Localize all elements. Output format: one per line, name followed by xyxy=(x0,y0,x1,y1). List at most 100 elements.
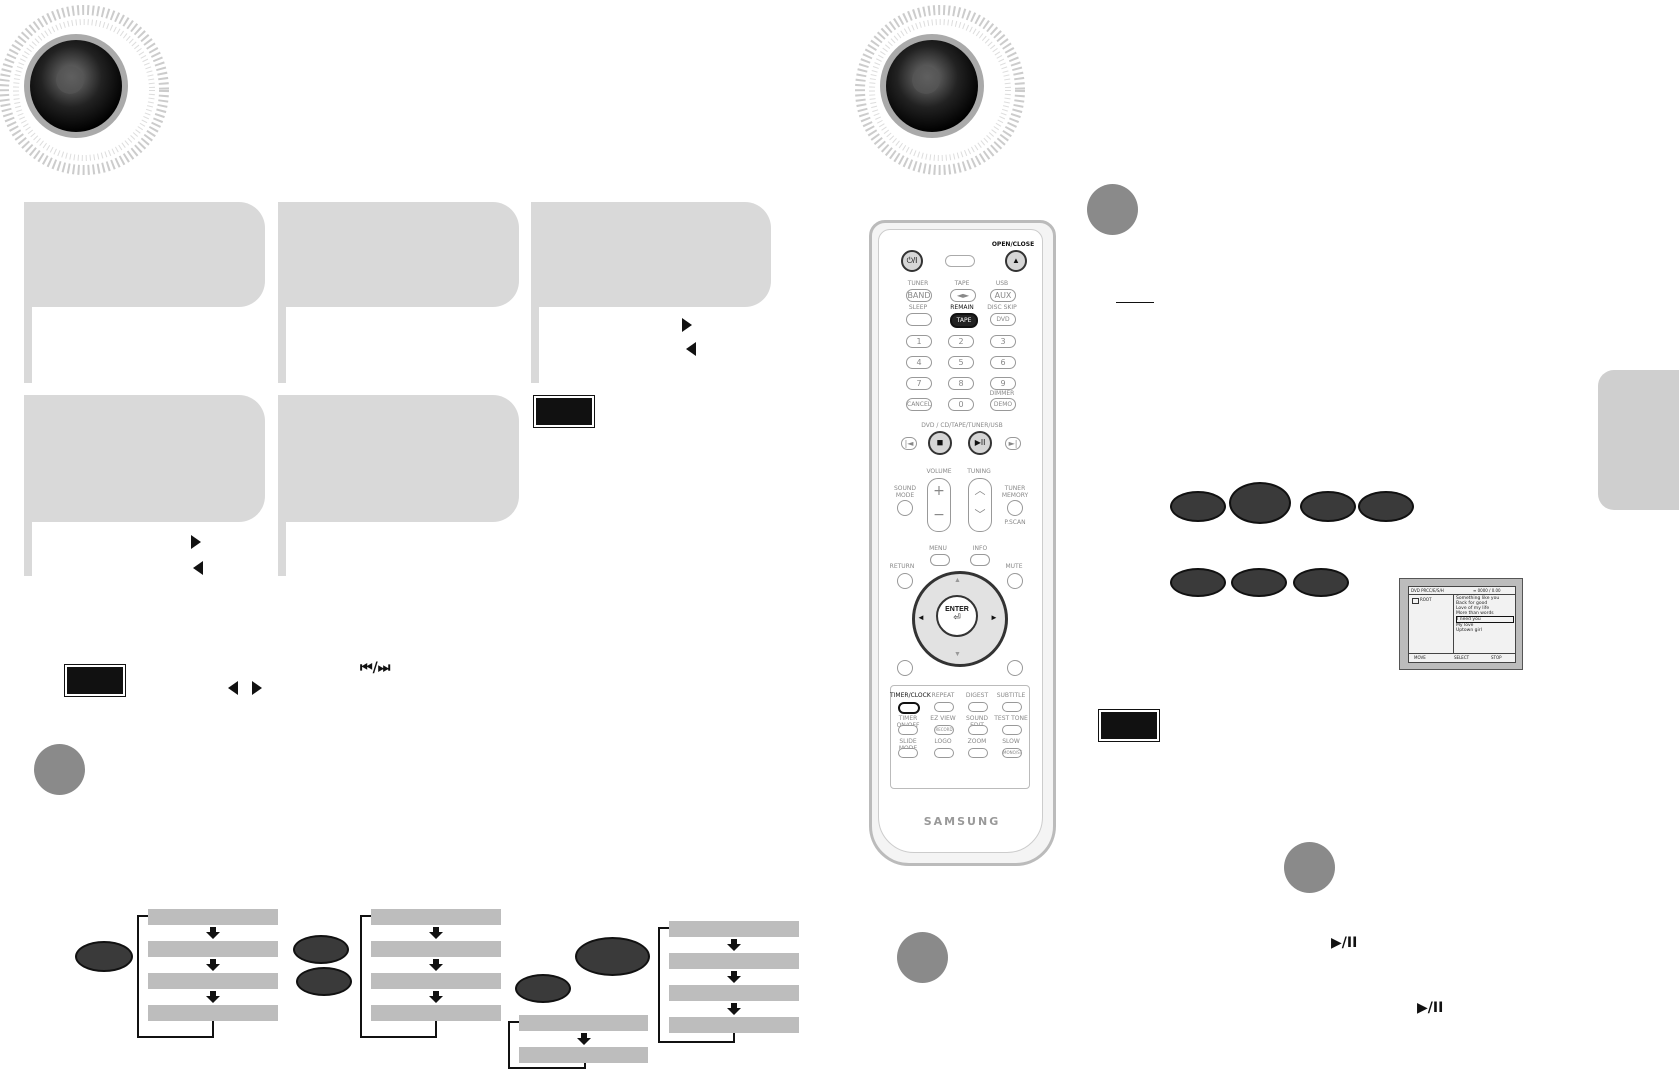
cancel-button[interactable]: CANCEL xyxy=(906,398,932,411)
right-arrow-icon xyxy=(252,681,262,695)
disc-type-icon xyxy=(1231,568,1287,597)
note-badge xyxy=(64,664,126,697)
dvd-button[interactable]: DVD xyxy=(990,313,1016,326)
step-circle xyxy=(897,932,948,983)
open-close-label: OPEN/CLOSE xyxy=(991,241,1035,248)
digest-button[interactable] xyxy=(968,702,988,712)
dimmer-label: DIMMER xyxy=(989,390,1015,397)
open-close-button[interactable]: ▲ xyxy=(1005,250,1027,272)
arrow-down-icon xyxy=(727,971,741,983)
left-arrow-icon xyxy=(228,681,238,695)
tuner-memory-button[interactable] xyxy=(1007,500,1023,516)
num-2-button[interactable]: 2 xyxy=(948,335,974,348)
sleep-button[interactable] xyxy=(906,313,932,326)
pscan-label: P.SCAN xyxy=(1004,519,1026,526)
track-item[interactable]: My love xyxy=(1456,623,1474,628)
arrow-down-icon xyxy=(206,927,220,939)
arrow-down-icon xyxy=(727,1003,741,1015)
enter-button[interactable]: ENTER ⏎ xyxy=(936,595,978,637)
stop-button[interactable]: ■ xyxy=(928,431,952,455)
right-side-button[interactable] xyxy=(1007,660,1023,676)
num-6-button[interactable]: 6 xyxy=(990,356,1016,369)
test-tone-label: TEST TONE xyxy=(994,715,1028,722)
right-arrow-icon xyxy=(191,535,201,549)
menu-label: MENU xyxy=(929,545,947,552)
tuner-label: TUNER xyxy=(907,280,929,287)
zoom-button[interactable] xyxy=(968,748,988,758)
track-list: Something like you Back for good Love of… xyxy=(1456,596,1514,633)
left-arrow-icon xyxy=(193,561,203,575)
skip-back-button[interactable]: |◄ xyxy=(901,437,917,450)
disc-type-icon xyxy=(1293,568,1349,597)
track-item[interactable]: Love of my life xyxy=(1456,606,1490,611)
timer-clock-button[interactable] xyxy=(898,702,920,714)
subtitle-button[interactable] xyxy=(1002,702,1022,712)
num-9-button[interactable]: 9 xyxy=(990,377,1016,390)
skip-forward-button[interactable]: ►| xyxy=(1005,437,1021,450)
nav-left-icon[interactable]: ◄ xyxy=(917,613,925,622)
band-button[interactable]: BAND xyxy=(906,289,932,302)
zoom-label: ZOOM xyxy=(967,738,987,745)
disc-type-icon xyxy=(75,941,133,972)
num-0-button[interactable]: 0 xyxy=(948,398,974,411)
play-pause-button[interactable]: ▶II xyxy=(968,431,992,455)
num-3-button[interactable]: 3 xyxy=(990,335,1016,348)
track-item[interactable]: Something like you xyxy=(1456,596,1500,601)
mono-button[interactable]: MONO/ST xyxy=(1002,748,1022,758)
sound-mode-label: SOUND MODE xyxy=(893,485,917,499)
usb-label: USB xyxy=(995,280,1009,287)
step-circle xyxy=(1087,184,1138,235)
test-tone-button[interactable] xyxy=(1002,725,1022,735)
power-button[interactable]: ⏻/I xyxy=(901,250,923,272)
track-item[interactable]: Uptown girl xyxy=(1456,628,1482,633)
slide-mode-button[interactable] xyxy=(898,748,918,758)
num-4-button[interactable]: 4 xyxy=(906,356,932,369)
left-side-button[interactable] xyxy=(897,660,913,676)
mute-button[interactable] xyxy=(1007,573,1023,589)
tape12-button[interactable]: TAPE 1/2 xyxy=(950,313,978,335)
logo-button[interactable] xyxy=(934,748,954,758)
repeat-button[interactable] xyxy=(934,702,954,712)
num-1-button[interactable]: 1 xyxy=(906,335,932,348)
timer-onoff-button[interactable] xyxy=(898,725,918,735)
arrow-down-icon xyxy=(206,959,220,971)
screen-folder: ROOT xyxy=(1420,597,1432,602)
speaker-graphic-left xyxy=(0,5,169,175)
track-item-selected[interactable]: I need you xyxy=(1456,616,1514,623)
underline-mark xyxy=(1116,302,1154,303)
volume-label: VOLUME xyxy=(926,468,952,475)
volume-rocker[interactable]: +− xyxy=(927,478,951,532)
return-label: RETURN xyxy=(889,563,915,570)
track-item[interactable]: More than words xyxy=(1456,611,1494,616)
slow-label: SLOW xyxy=(1002,738,1020,745)
record-button[interactable]: RECORD xyxy=(934,725,954,735)
ir-window xyxy=(945,255,975,267)
aux-button[interactable]: AUX xyxy=(990,289,1016,302)
sound-edit-button[interactable] xyxy=(968,725,988,735)
right-arrow-icon xyxy=(682,318,692,332)
timer-clock-label: TIMER/CLOCK xyxy=(890,692,931,699)
tuning-rocker[interactable]: ︿﹀ xyxy=(968,478,992,532)
speaker-graphic-right xyxy=(855,5,1025,175)
tuner-memory-label: TUNER MEMORY xyxy=(1001,485,1029,499)
nav-down-icon[interactable]: ▼ xyxy=(954,651,961,658)
track-item[interactable]: Back for good xyxy=(1456,601,1488,606)
disc-type-icon xyxy=(1170,568,1226,597)
arrow-down-icon xyxy=(727,939,741,951)
return-button[interactable] xyxy=(897,573,913,589)
sound-mode-button[interactable] xyxy=(897,500,913,516)
demo-button[interactable]: DEMO xyxy=(990,398,1016,411)
info-button[interactable] xyxy=(970,554,990,566)
nav-right-icon[interactable]: ► xyxy=(990,613,998,622)
num-5-button[interactable]: 5 xyxy=(948,356,974,369)
sleep-label: SLEEP xyxy=(908,304,928,311)
nav-up-icon[interactable]: ▲ xyxy=(954,577,961,584)
tape-button[interactable]: ◄► xyxy=(950,289,976,302)
menu-button[interactable] xyxy=(930,554,950,566)
num-7-button[interactable]: 7 xyxy=(906,377,932,390)
folder-icon xyxy=(1412,598,1419,604)
tape-label: TAPE xyxy=(954,280,970,287)
num-8-button[interactable]: 8 xyxy=(948,377,974,390)
screen-header-right: ≡ 0000 / 0.00 xyxy=(1473,588,1501,593)
disc-type-icon xyxy=(1300,491,1356,522)
